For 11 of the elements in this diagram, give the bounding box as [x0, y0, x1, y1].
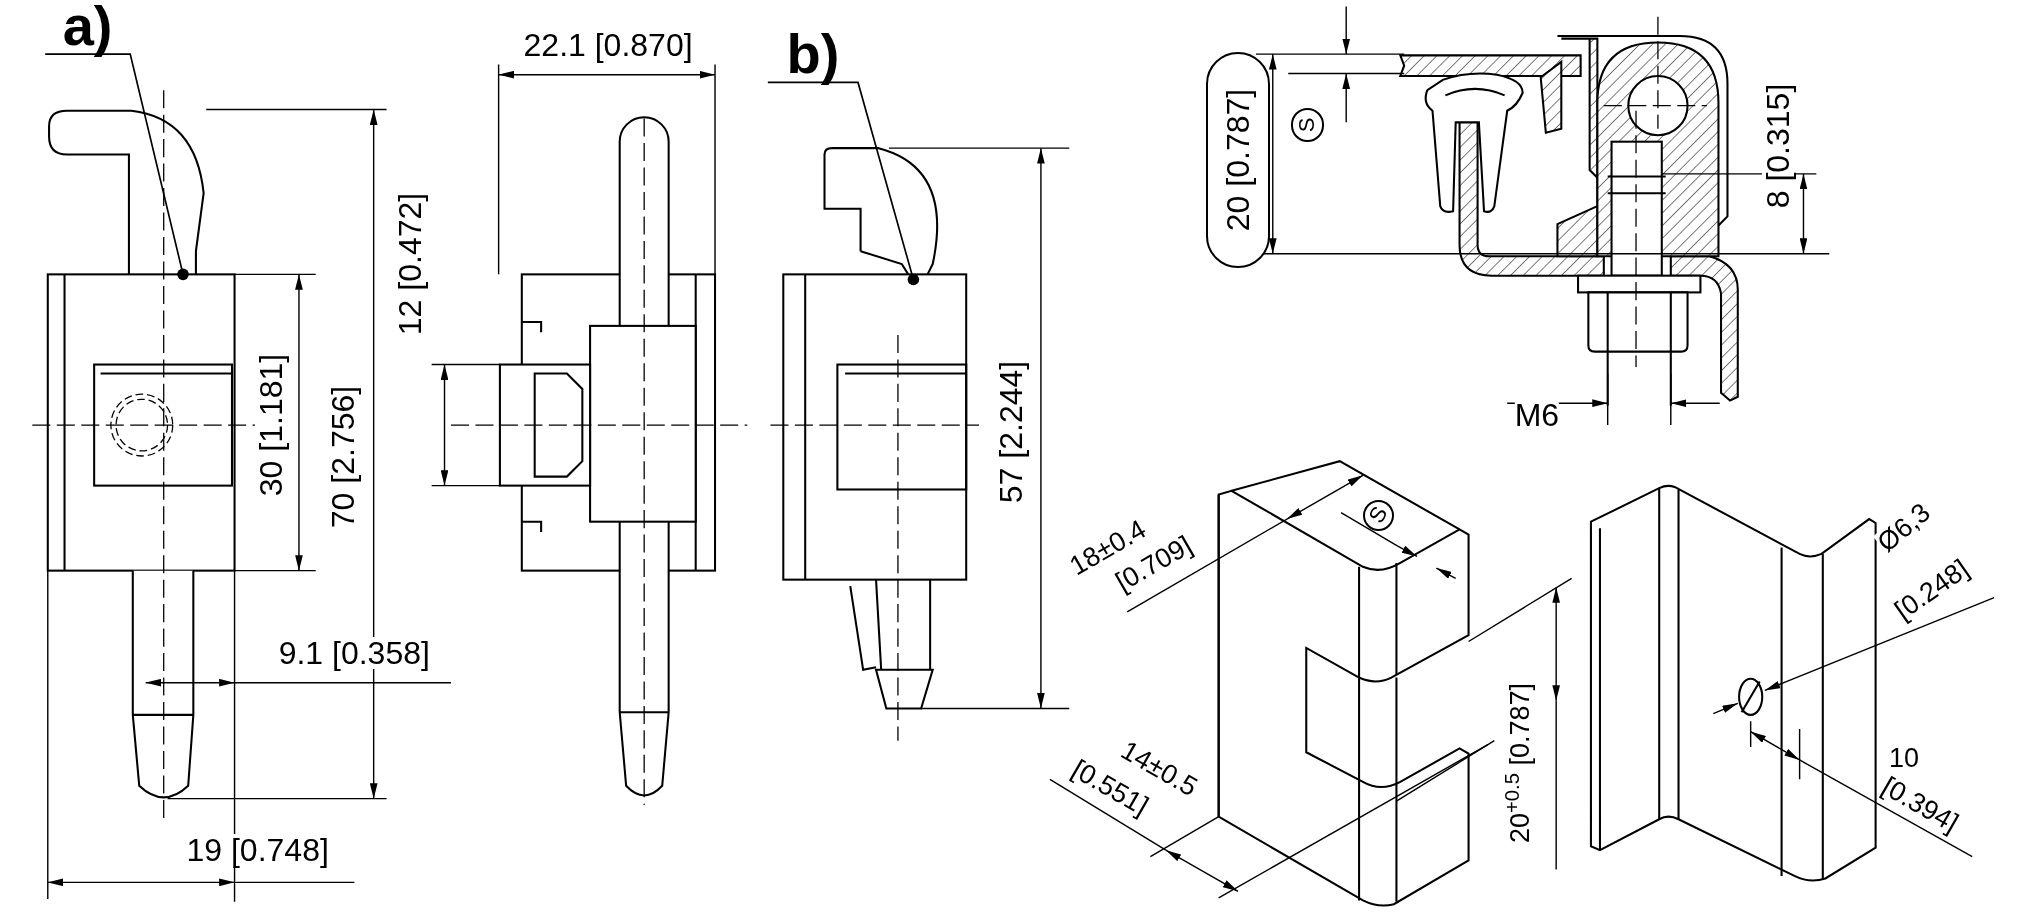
framed-dimension-label: 20 [0.787] — [1205, 51, 1271, 268]
circled-symbol: S — [1363, 499, 1394, 531]
circled-symbol: S — [1290, 108, 1325, 142]
view-label: b) — [767, 15, 858, 83]
leader-line — [44, 53, 189, 281]
view-label: a) — [45, 0, 131, 55]
dimension-label: 30 [1.181] — [254, 353, 287, 497]
leader-line — [767, 81, 920, 286]
dimension-label: 8 [0.315] — [1761, 83, 1794, 208]
dimension-label: 9.1 [0.358] — [278, 637, 430, 670]
dimension-label: 19 [0.748] — [186, 834, 329, 867]
